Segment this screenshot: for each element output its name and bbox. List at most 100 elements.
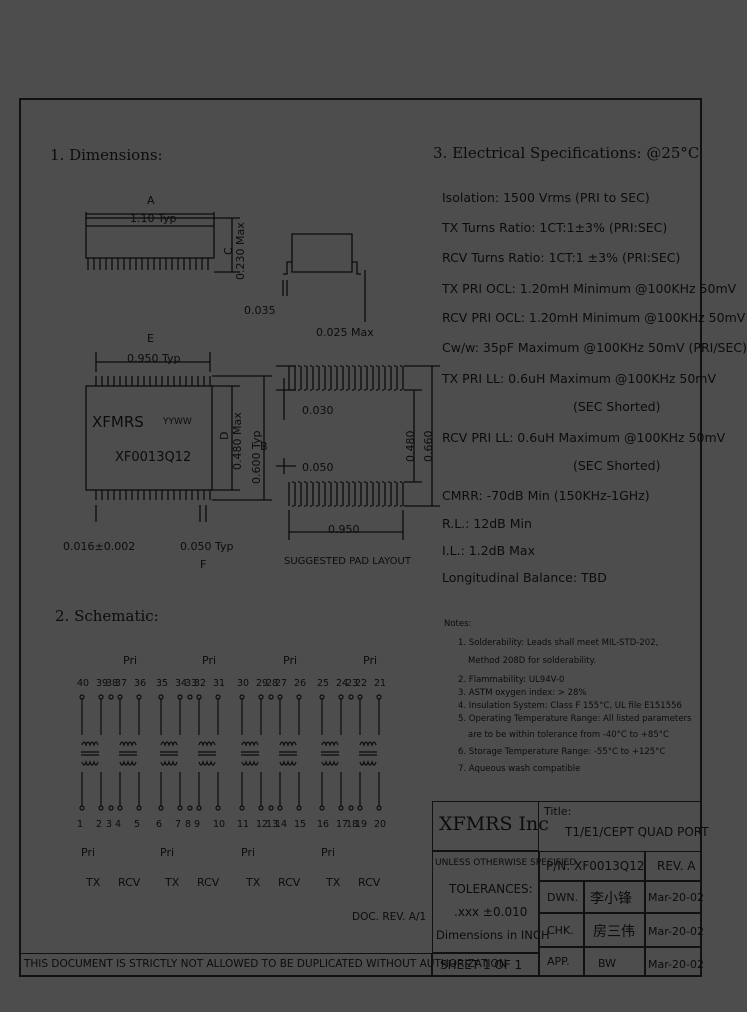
pin-number-top: 24 xyxy=(336,678,349,689)
primary-label-bottom: Pri xyxy=(241,846,256,859)
pin-number-bottom: 12 xyxy=(256,819,269,830)
pad-950: 0.950 xyxy=(328,523,360,536)
pin-terminal xyxy=(296,694,302,700)
chk-sig-cell xyxy=(584,913,645,947)
pin-number-top: 38 xyxy=(106,678,119,689)
drawing-title: T1/E1/CEPT QUAD PORT xyxy=(565,825,709,839)
transformer-primary-coil xyxy=(81,741,99,747)
company-cell xyxy=(432,801,539,851)
pin-number-bottom: 20 xyxy=(374,819,387,830)
spec-line: TX Turns Ratio: 1CT:1±3% (PRI:SEC) xyxy=(442,220,668,235)
dim-a-value: 1.10 Typ xyxy=(130,212,177,225)
schematic-drawing xyxy=(79,694,382,811)
app-label-cell xyxy=(539,947,584,977)
transformer-leads xyxy=(241,699,262,806)
pin-number-bottom: 15 xyxy=(294,819,307,830)
schematic-title: 2. Schematic: xyxy=(55,607,159,625)
pin-terminal xyxy=(177,805,183,811)
spec-line: R.L.: 12dB Min xyxy=(442,516,532,531)
dwn-date-cell xyxy=(645,881,702,913)
spec-line: RCV Turns Ratio: 1CT:1 ±3% (PRI:SEC) xyxy=(442,250,681,265)
pin-terminal xyxy=(239,694,245,700)
pin-number-bottom: 8 xyxy=(185,819,192,830)
rcv-label: RCV xyxy=(278,876,301,889)
pin-number-top: 23 xyxy=(346,678,359,689)
pin-number-top: 22 xyxy=(355,678,368,689)
chip-date-code: YYWW xyxy=(163,417,192,427)
pin-terminal xyxy=(158,694,164,700)
pin-terminal xyxy=(215,805,221,811)
footer-box xyxy=(19,953,432,977)
note-line: 2. Flammability: UL94V-0 xyxy=(458,675,565,685)
title-label: Title: xyxy=(544,805,572,818)
transformer-leads xyxy=(119,699,140,806)
pin-number-top: 39 xyxy=(96,678,109,689)
dwn-date: Mar-20-02 xyxy=(648,891,704,904)
pin-terminal xyxy=(268,694,274,700)
primary-label-bottom: Pri xyxy=(81,846,96,859)
pin-terminal xyxy=(136,805,142,811)
note-line: Method 208D for solderability. xyxy=(468,656,597,666)
dwn-label: DWN. xyxy=(547,891,579,904)
pad-layout-caption: SUGGESTED PAD LAYOUT xyxy=(284,556,411,567)
spec-line: RCV PRI LL: 0.6uH Maximum @100KHz 50mV xyxy=(442,430,726,445)
pin-number-top: 26 xyxy=(294,678,307,689)
pin-terminal xyxy=(158,805,164,811)
pin-number-top: 40 xyxy=(77,678,90,689)
pin-number-top: 21 xyxy=(374,678,387,689)
pin-terminal xyxy=(117,694,123,700)
pin-terminal xyxy=(376,694,382,700)
sheet-cell xyxy=(432,953,539,977)
electrical-title: 3. Electrical Specifications: @25°C xyxy=(433,144,700,162)
company-name: XFMRS Inc xyxy=(439,813,549,835)
transformer-primary-coil xyxy=(198,741,216,747)
transformer-secondary-coil xyxy=(359,760,377,766)
pad-layout xyxy=(288,365,404,507)
pin-number-bottom: 5 xyxy=(134,819,141,830)
tx-label: TX xyxy=(326,876,341,889)
transformer-leads xyxy=(359,699,380,806)
pin-terminal xyxy=(187,805,193,811)
dimensions-title: 1. Dimensions: xyxy=(50,146,163,164)
pad-030: 0.030 xyxy=(302,404,334,417)
tx-label: TX xyxy=(246,876,261,889)
pin-terminal xyxy=(277,805,283,811)
note-line: 6. Storage Temperature Range: -55°C to +… xyxy=(458,747,666,757)
transformer-leads xyxy=(279,699,300,806)
pin-terminal xyxy=(268,805,274,811)
pin-number-top: 25 xyxy=(317,678,330,689)
note-line: 7. Aqueous wash compatible xyxy=(458,764,581,774)
tolerance-value: .xxx ±0.010 xyxy=(454,905,528,919)
primary-label-bottom: Pri xyxy=(160,846,175,859)
pin-terminal xyxy=(258,805,264,811)
pin-terminal xyxy=(239,805,245,811)
spec-line: I.L.: 1.2dB Max xyxy=(442,543,535,558)
pin-number-top: 30 xyxy=(237,678,250,689)
pin-terminal xyxy=(357,694,363,700)
app-signature: BW xyxy=(598,957,617,970)
pin-terminal xyxy=(187,694,193,700)
pin-terminal xyxy=(79,694,85,700)
pin-number-top: 37 xyxy=(115,678,128,689)
transformer-leads xyxy=(81,699,102,806)
pin-terminal xyxy=(376,805,382,811)
chk-label-cell xyxy=(539,913,584,947)
chip-brand: XFMRS xyxy=(92,413,144,431)
app-date: Mar-20-02 xyxy=(648,958,704,971)
pin-number-bottom: 10 xyxy=(213,819,226,830)
dim-e-label: E xyxy=(147,332,154,345)
spec-line: (SEC Shorted) xyxy=(573,399,661,414)
pin-number-bottom: 1 xyxy=(77,819,84,830)
transformer-primary-coil xyxy=(359,741,377,747)
spec-line: TX PRI OCL: 1.20mH Minimum @100KHz 50mV xyxy=(442,281,737,296)
pin-terminal xyxy=(108,694,114,700)
pin-number-top: 32 xyxy=(194,678,207,689)
transformer-primary-coil xyxy=(119,741,137,747)
pin-terminal xyxy=(338,805,344,811)
pin-number-top: 36 xyxy=(134,678,147,689)
dim-e-value: 0.950 Typ xyxy=(127,352,181,365)
transformer-primary-coil xyxy=(279,741,297,747)
app-label: APP. xyxy=(547,955,570,968)
pin-number-bottom: 4 xyxy=(115,819,122,830)
pin-terminal xyxy=(117,805,123,811)
